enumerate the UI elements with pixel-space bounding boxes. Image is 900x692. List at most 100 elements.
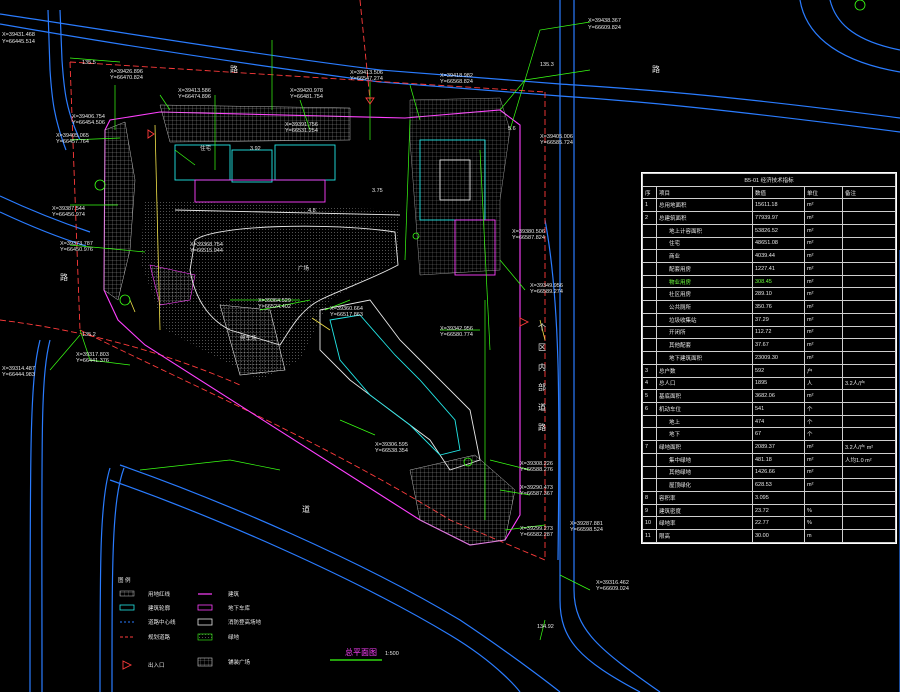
table-cell: 屋顶绿化 xyxy=(656,478,753,492)
svg-text:地下车库: 地下车库 xyxy=(228,604,251,612)
svg-text:Y=66445.514: Y=66445.514 xyxy=(2,39,35,45)
table-cell: 67 xyxy=(752,427,805,442)
table-cell xyxy=(842,262,896,276)
table-cell: 建筑密度 xyxy=(656,503,753,518)
table-cell xyxy=(842,325,896,340)
table-cell xyxy=(642,262,657,276)
svg-text:部: 部 xyxy=(538,382,546,392)
table-cell: m² xyxy=(804,351,843,365)
table-cell: m² xyxy=(804,211,843,225)
table-cell: 机动车位 xyxy=(656,401,753,416)
svg-text:X=39413.506: X=39413.506 xyxy=(350,70,383,76)
svg-text:Y=66531.254: Y=66531.254 xyxy=(285,128,318,134)
table-cell: 容积率 xyxy=(656,490,753,505)
site-labels: 广场 住宅 停车场 xyxy=(200,144,310,342)
table-cell xyxy=(842,274,896,289)
table-cell xyxy=(842,490,896,505)
svg-text:Y=66450.976: Y=66450.976 xyxy=(60,247,93,253)
table-cell: 地下建筑面积 xyxy=(656,351,753,365)
table-cell: m xyxy=(804,529,843,543)
table-cell: 3.2人/户 xyxy=(842,376,896,391)
paving-areas xyxy=(103,97,516,546)
svg-text:Y=66444.983: Y=66444.983 xyxy=(2,372,35,378)
svg-text:Y=66589.274: Y=66589.274 xyxy=(530,289,563,295)
table-cell: 配套用房 xyxy=(656,262,753,276)
table-cell: 308.45 xyxy=(752,274,805,289)
table-cell: m² xyxy=(804,440,843,454)
table-cell: 基底面积 xyxy=(656,389,753,403)
svg-text:X=39405.065: X=39405.065 xyxy=(56,133,89,139)
table-cell: 社区用房 xyxy=(656,287,753,302)
svg-text:X=39317.803: X=39317.803 xyxy=(76,352,109,358)
table-cell: 个 xyxy=(804,401,843,416)
table-cell: 物业用房 xyxy=(656,274,753,289)
table-cell xyxy=(642,325,657,340)
building-blocks xyxy=(174,139,496,471)
table-cell: m² xyxy=(804,236,843,251)
svg-text:绿地: 绿地 xyxy=(228,633,240,641)
table-title-row: B5-01 经济技术指标 xyxy=(642,173,896,187)
table-cell: 绿地率 xyxy=(656,516,753,531)
table-cell: 3.2人/户 m² xyxy=(842,440,896,454)
svg-text:规划道路: 规划道路 xyxy=(148,633,171,641)
svg-text:Y=66481.754: Y=66481.754 xyxy=(290,94,323,100)
table-cell: 2089.37 xyxy=(752,440,805,454)
table-cell: 541 xyxy=(752,401,805,416)
table-cell xyxy=(842,300,896,314)
table-cell: 人 xyxy=(804,376,843,391)
svg-text:X=39380.506: X=39380.506 xyxy=(512,229,545,235)
table-cell: m² xyxy=(804,389,843,403)
svg-text:X=39413.586: X=39413.586 xyxy=(178,88,211,94)
table-cell: 其他绿地 xyxy=(656,465,753,480)
svg-text:Y=66587.824: Y=66587.824 xyxy=(512,235,545,241)
svg-text:3.92: 3.92 xyxy=(250,146,261,152)
table-cell xyxy=(842,211,896,225)
table-cell: 53826.52 xyxy=(752,223,805,238)
table-cell: 地上计容面积 xyxy=(656,223,753,238)
table-cell: 37.67 xyxy=(752,338,805,353)
svg-text:路: 路 xyxy=(60,272,68,282)
svg-text:Y=66517.863: Y=66517.863 xyxy=(330,312,363,318)
svg-text:Y=66585.724: Y=66585.724 xyxy=(540,140,573,146)
table-cell xyxy=(642,236,657,251)
table-cell: m² xyxy=(804,249,843,264)
table-title: B5-01 经济技术指标 xyxy=(642,173,896,187)
table-cell: m² xyxy=(804,478,843,492)
svg-text:出入口: 出入口 xyxy=(148,661,165,669)
table-cell: m² xyxy=(804,465,843,480)
table-cell: 限高 xyxy=(656,529,753,543)
table-cell xyxy=(804,490,843,505)
table-cell: m² xyxy=(804,274,843,289)
table-cell: 垃圾收集站 xyxy=(656,312,753,327)
table-cell: 4 xyxy=(642,376,657,391)
table-cell: m² xyxy=(804,300,843,314)
table-cell: 4039.44 xyxy=(752,249,805,264)
svg-text:X=39364.529: X=39364.529 xyxy=(258,298,291,304)
table-header-row: 序 项目 数值 单位 备注 xyxy=(642,185,896,200)
table-cell: 个 xyxy=(804,414,843,429)
svg-text:X=39290.473: X=39290.473 xyxy=(520,485,553,491)
table-cell: 23009.30 xyxy=(752,351,805,365)
svg-text:X=39387.544: X=39387.544 xyxy=(52,206,85,212)
table-cell xyxy=(642,427,657,442)
table-cell: 地上 xyxy=(656,414,753,429)
table-cell: 350.76 xyxy=(752,300,805,314)
table-cell xyxy=(842,287,896,302)
svg-text:X=39342.956: X=39342.956 xyxy=(440,326,473,332)
